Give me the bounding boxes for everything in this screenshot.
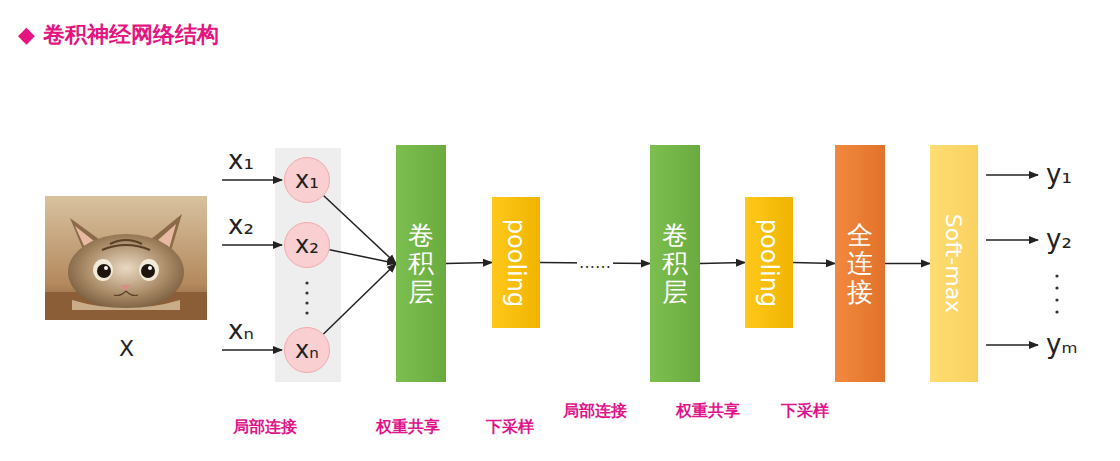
concept-label: 权重共享 (676, 402, 740, 420)
neuron-label: xₙ (295, 337, 319, 363)
input-arrow (222, 349, 282, 351)
softmax-bar: Soft-max (930, 145, 978, 382)
flow-arrow (700, 263, 745, 264)
edge-label: …… (577, 253, 613, 272)
flow-arrow (793, 263, 835, 264)
layer-name: 卷积层 (408, 221, 434, 307)
neuron-label: x₂ (295, 232, 319, 258)
pooling-bar: pooling (745, 197, 793, 328)
layer-name: Soft-max (942, 214, 967, 313)
flow-arrow (324, 196, 396, 264)
cat-photo (45, 196, 207, 320)
flow-arrow (330, 250, 396, 264)
input-signal-label: x₁ (228, 146, 254, 176)
conv-layer-bar: 卷积层 (396, 145, 446, 382)
input-arrow (222, 244, 282, 246)
ellipsis-dots (305, 281, 308, 314)
input-signal-label: xₙ (228, 316, 254, 346)
flow-arrow (323, 264, 396, 334)
layer-name: pooling (755, 218, 783, 306)
input-neuron-circle: x₁ (284, 157, 330, 203)
input-signal-label: x₂ (228, 211, 254, 241)
flow-arrow (885, 263, 930, 265)
neuron-label: x₁ (295, 167, 319, 193)
pooling-bar: pooling (492, 197, 540, 328)
input-neuron-circle: xₙ (284, 327, 330, 373)
output-label: yₘ (1046, 330, 1078, 360)
input-band (275, 148, 341, 382)
diagram-title: ◆ 卷积神经网络结构 (18, 22, 219, 47)
output-label: y₁ (1046, 160, 1072, 190)
output-arrow (986, 344, 1038, 346)
layer-name: 卷积层 (662, 221, 688, 307)
output-arrow (986, 174, 1038, 176)
flow-arrow (446, 263, 492, 264)
input-neuron-circle: x₂ (284, 222, 330, 268)
concept-label: 下采样 (486, 418, 534, 436)
fully-connected-bar: 全连接 (835, 145, 885, 382)
concept-label: 局部连接 (563, 402, 627, 420)
concept-label: 权重共享 (376, 418, 440, 436)
conv-layer-bar: 卷积层 (650, 145, 700, 382)
ellipsis-dots (1055, 274, 1058, 313)
image-label: X (119, 336, 134, 361)
input-arrow (222, 179, 282, 181)
output-arrow (986, 239, 1038, 241)
output-label: y₂ (1046, 225, 1072, 255)
concept-label: 下采样 (781, 402, 829, 420)
concept-label: 局部连接 (233, 418, 297, 436)
layer-name: pooling (502, 218, 530, 306)
layer-name: 全连接 (847, 221, 873, 307)
